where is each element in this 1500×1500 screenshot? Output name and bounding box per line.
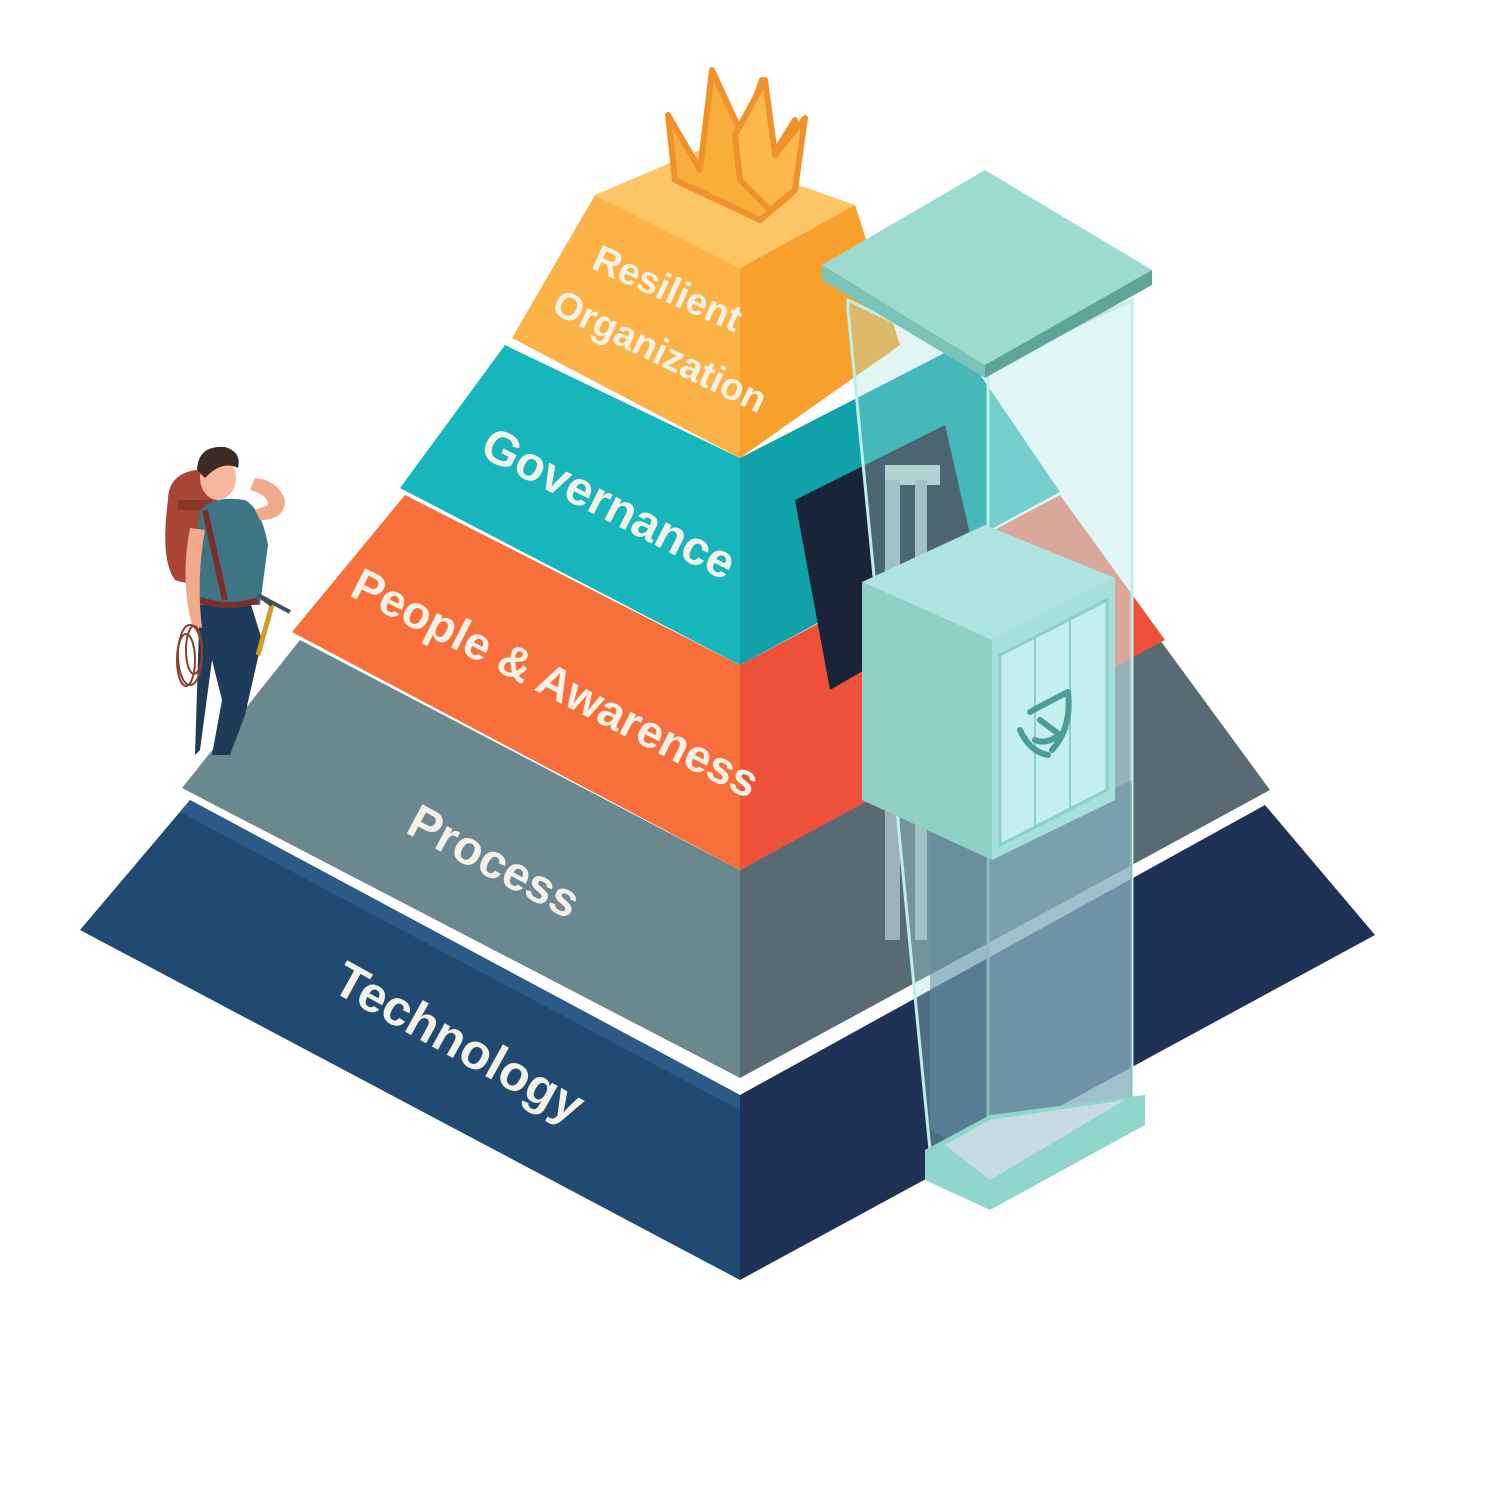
shield-logo-icon xyxy=(1017,689,1072,758)
glass-elevator xyxy=(822,170,1152,1210)
hiker-icon xyxy=(165,446,291,755)
crown-icon xyxy=(665,67,808,223)
